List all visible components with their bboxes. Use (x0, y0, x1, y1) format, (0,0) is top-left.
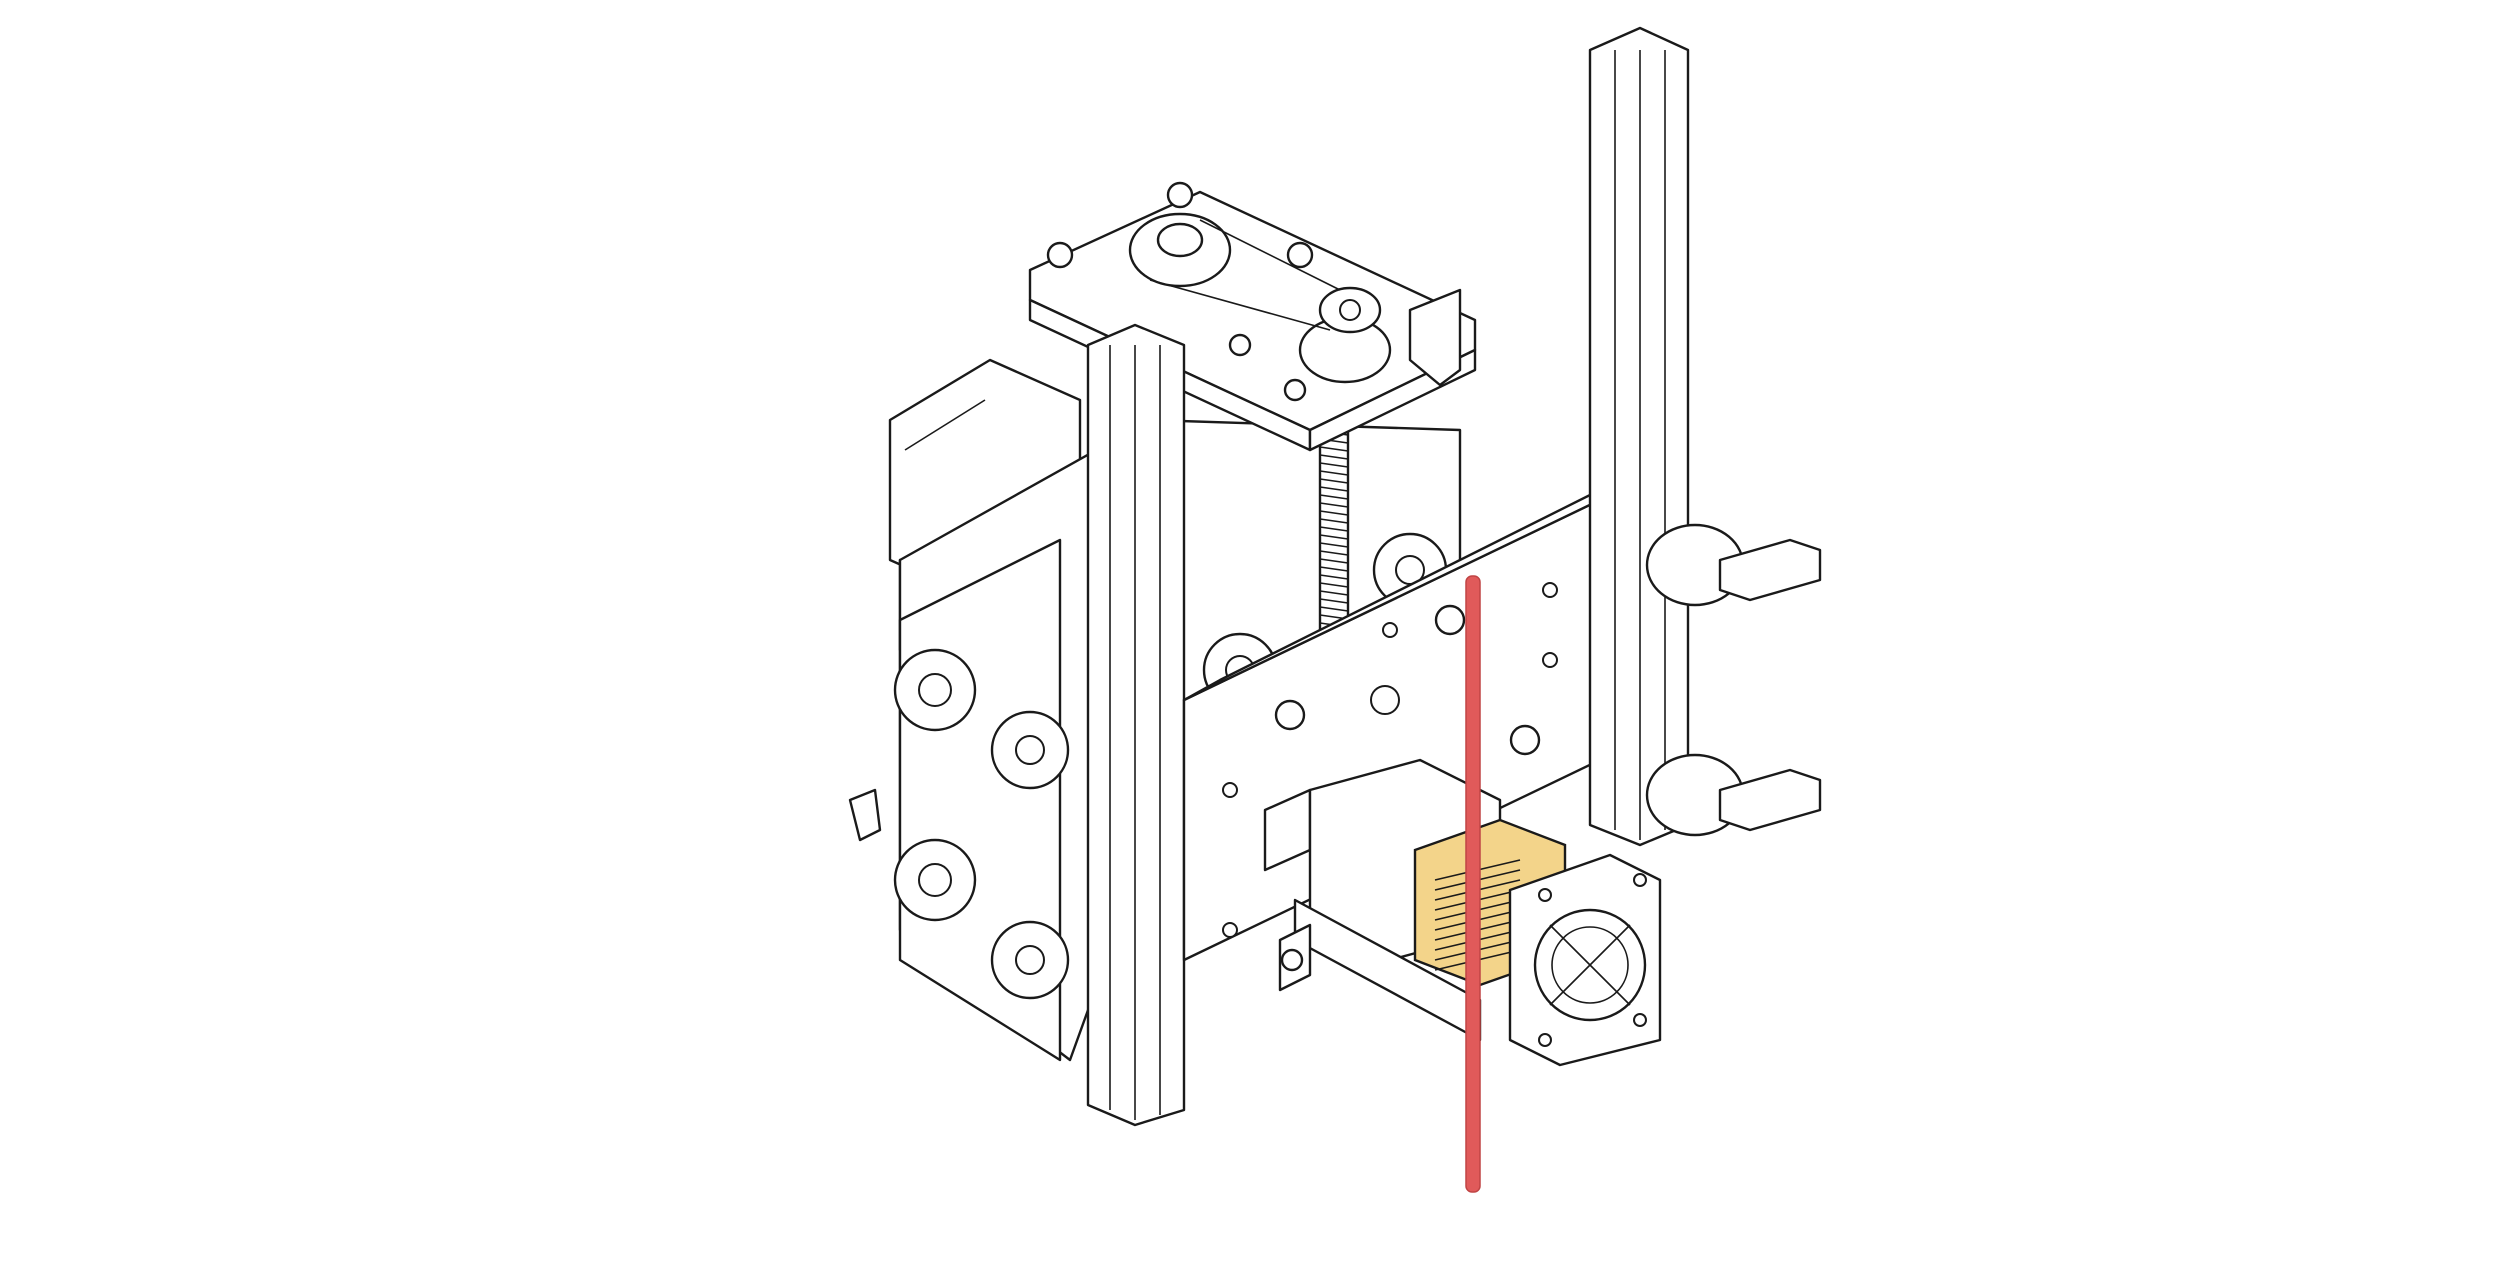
thread-line (1319, 462, 1349, 468)
thread-line (1319, 494, 1349, 500)
hose-clamp-lower (1645, 753, 1822, 837)
lead-screw (1318, 408, 1350, 652)
limit-switch (1408, 288, 1462, 387)
thread-line (1319, 526, 1349, 532)
thread-line (1319, 574, 1349, 580)
thread-line (1319, 486, 1349, 492)
thread-line (1319, 446, 1349, 452)
hose-clamp-upper (1645, 523, 1822, 607)
laser-beam (1465, 575, 1481, 1193)
aluminium-extrusion-left (1086, 323, 1186, 1127)
cooling-fan (1508, 853, 1662, 1067)
thread-line (1319, 454, 1349, 460)
thread-line (1319, 534, 1349, 540)
thread-line (1319, 566, 1349, 572)
aluminium-extrusion-right (1588, 26, 1690, 847)
thread-line (1319, 558, 1349, 564)
side-lever (848, 788, 882, 842)
thread-line (1319, 598, 1349, 604)
thread-line (1319, 470, 1349, 476)
thread-line (1319, 478, 1349, 484)
thread-line (1319, 510, 1349, 516)
belt-and-pulleys (1046, 181, 1392, 402)
thread-line (1319, 542, 1349, 548)
thread-line (1319, 590, 1349, 596)
thread-line (1319, 550, 1349, 556)
thread-line (1319, 582, 1349, 588)
thread-line (1319, 502, 1349, 508)
thread-line (1319, 518, 1349, 524)
thread-line (1319, 606, 1349, 612)
